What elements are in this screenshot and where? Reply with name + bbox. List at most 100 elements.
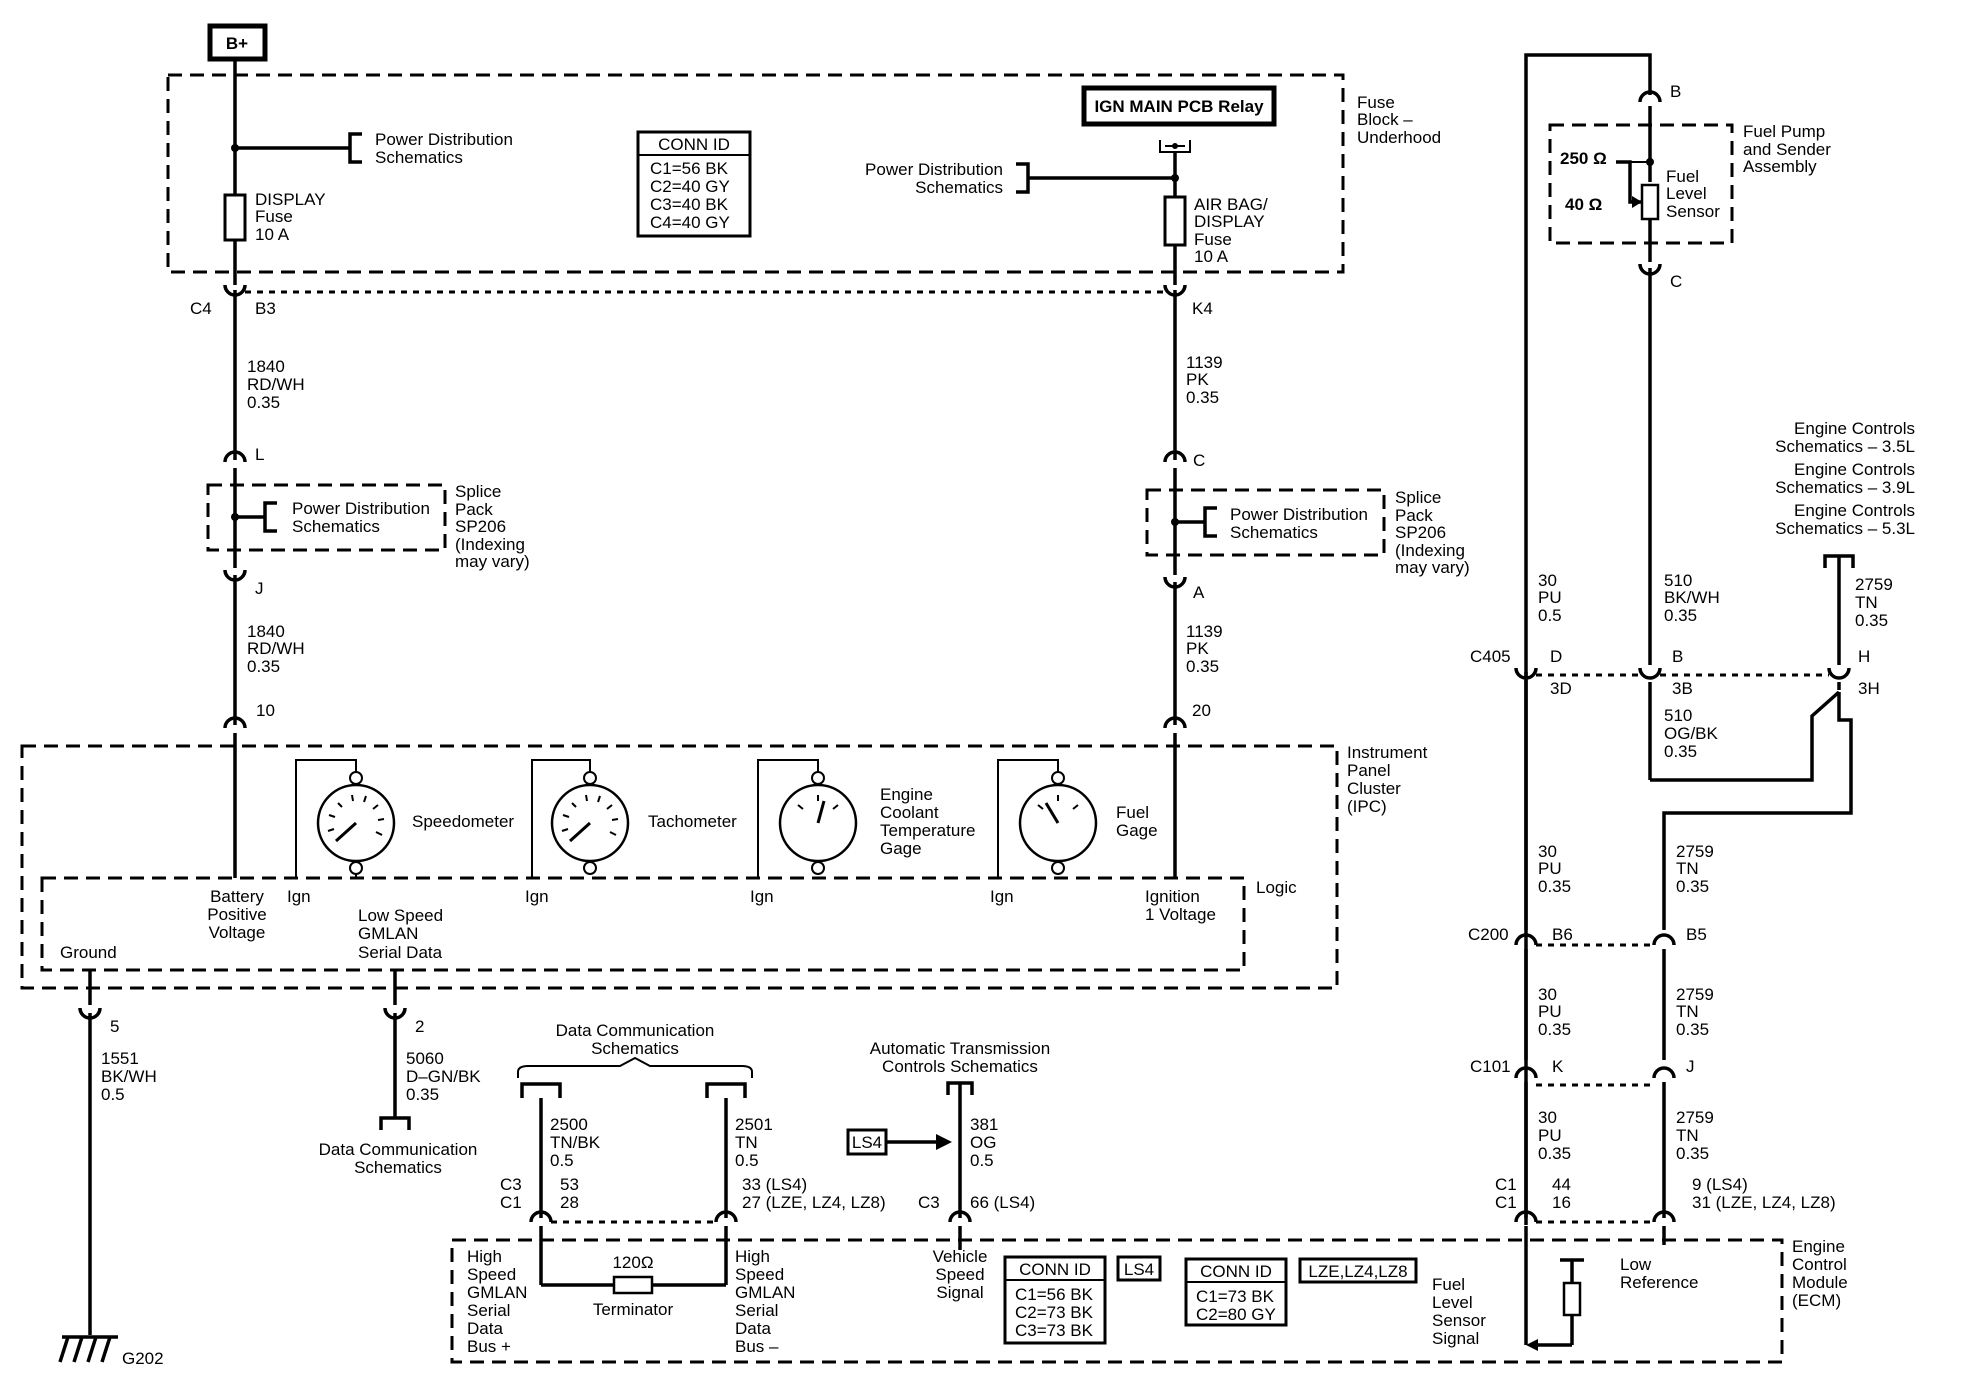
- wire-510-bkwh: 510 BK/WH 0.35: [1664, 571, 1720, 625]
- svg-text:High: High: [735, 1247, 770, 1266]
- wire-1551: 1551 BK/WH 0.5: [101, 1049, 157, 1104]
- fuel-level-sensor-label: Fuel Level Sensor: [1666, 167, 1720, 221]
- svg-text:TN: TN: [1855, 593, 1878, 612]
- svg-text:Bus –: Bus –: [735, 1337, 779, 1356]
- svg-text:Data: Data: [467, 1319, 503, 1338]
- power-distribution-ref-1[interactable]: Power Distribution Schematics: [375, 130, 513, 167]
- svg-text:Pack: Pack: [455, 500, 493, 519]
- svg-text:CONN ID: CONN ID: [658, 135, 730, 154]
- svg-text:Schematics – 3.9L: Schematics – 3.9L: [1775, 478, 1915, 497]
- svg-text:0.35: 0.35: [1538, 877, 1571, 896]
- svg-text:G202: G202: [122, 1349, 164, 1368]
- svg-text:3B: 3B: [1672, 679, 1693, 698]
- svg-text:Data Communication: Data Communication: [319, 1140, 478, 1159]
- data-communication-ref-2[interactable]: Data Communication Schematics: [556, 1021, 715, 1058]
- high-speed-gmlan-plus: High Speed GMLAN Serial Data Bus +: [467, 1247, 527, 1356]
- svg-text:C1=73 BK: C1=73 BK: [1196, 1287, 1275, 1306]
- svg-text:Speed: Speed: [935, 1265, 984, 1284]
- svg-text:K: K: [1552, 1057, 1564, 1076]
- fuel-level-sensor-resistor: [1640, 183, 1660, 221]
- svg-text:0.35: 0.35: [1664, 606, 1697, 625]
- svg-text:(Indexing: (Indexing: [455, 535, 525, 554]
- svg-text:28: 28: [560, 1193, 579, 1212]
- svg-text:510: 510: [1664, 706, 1692, 725]
- svg-text:Level: Level: [1666, 184, 1707, 203]
- ground-pin-label: Ground: [60, 943, 117, 962]
- svg-text:CONN ID: CONN ID: [1200, 1262, 1272, 1281]
- svg-text:Low Speed: Low Speed: [358, 906, 443, 925]
- splice-pack-sp206-left: [206, 483, 447, 552]
- svg-text:510: 510: [1664, 571, 1692, 590]
- ecm-pullup-resistor: [1562, 1281, 1582, 1317]
- conn-c200: C200: [1468, 925, 1509, 944]
- svg-text:Fuel: Fuel: [1666, 167, 1699, 186]
- svg-text:Speedometer: Speedometer: [412, 812, 514, 831]
- ecm-label: Engine Control Module (ECM): [1792, 1237, 1848, 1310]
- wire-5060: 5060 D–GN/BK 0.35: [406, 1049, 481, 1104]
- svg-text:0.35: 0.35: [1538, 1144, 1571, 1163]
- pin-5: 5: [110, 1017, 119, 1036]
- svg-text:2759: 2759: [1676, 985, 1714, 1004]
- fuel-pump-label: Fuel Pump and Sender Assembly: [1743, 122, 1831, 176]
- splice-pack-sp206-right: [1145, 488, 1386, 557]
- svg-text:30: 30: [1538, 571, 1557, 590]
- svg-text:C3: C3: [918, 1193, 940, 1212]
- svg-text:C3: C3: [500, 1175, 522, 1194]
- svg-text:Power Distribution: Power Distribution: [1230, 505, 1368, 524]
- svg-text:(ECM): (ECM): [1792, 1291, 1841, 1310]
- terminator-resistor: [612, 1275, 654, 1295]
- svg-text:D: D: [1550, 647, 1562, 666]
- engine-control-module: [450, 1238, 1784, 1364]
- power-distribution-ref-4[interactable]: Power Distribution Schematics: [1230, 505, 1368, 542]
- svg-text:GMLAN: GMLAN: [467, 1283, 527, 1302]
- terminator-label: Terminator: [593, 1300, 674, 1319]
- svg-text:Underhood: Underhood: [1357, 128, 1441, 147]
- svg-text:OG: OG: [970, 1133, 996, 1152]
- ls4-option-tag: LS4: [846, 1128, 888, 1156]
- fuel-level-sensor-signal: Fuel Level Sensor Signal: [1432, 1275, 1486, 1348]
- svg-text:B: B: [1672, 647, 1683, 666]
- svg-text:Gage: Gage: [880, 839, 922, 858]
- ign-pin-3: Ign: [750, 887, 774, 906]
- data-communication-ref-1[interactable]: Data Communication Schematics: [319, 1140, 478, 1177]
- svg-text:Fuel Pump: Fuel Pump: [1743, 122, 1825, 141]
- svg-text:0.5: 0.5: [101, 1085, 125, 1104]
- svg-text:0.5: 0.5: [550, 1151, 574, 1170]
- svg-text:250 Ω: 250 Ω: [1560, 149, 1607, 168]
- svg-text:Control: Control: [1792, 1255, 1847, 1274]
- svg-text:DISPLAY: DISPLAY: [1194, 212, 1265, 231]
- svg-text:BK/WH: BK/WH: [101, 1067, 157, 1086]
- ign-main-pcb-relay: IGN MAIN PCB Relay: [1081, 85, 1277, 127]
- svg-text:Engine: Engine: [1792, 1237, 1845, 1256]
- wire-2759-d: 2759 TN 0.35: [1676, 1108, 1714, 1163]
- svg-text:0.5: 0.5: [1538, 606, 1562, 625]
- vehicle-speed-signal: Vehicle Speed Signal: [933, 1247, 988, 1302]
- svg-text:H: H: [1858, 647, 1870, 666]
- svg-text:C3=40 BK: C3=40 BK: [650, 195, 729, 214]
- svg-text:Positive: Positive: [207, 905, 267, 924]
- wire-2759-upper: 2759 TN 0.35: [1855, 575, 1893, 630]
- svg-text:B5: B5: [1686, 925, 1707, 944]
- engine-controls-refs[interactable]: Engine Controls Schematics – 3.5L Engine…: [1775, 419, 1915, 538]
- logic-label: Logic: [1256, 878, 1297, 897]
- svg-text:Serial: Serial: [467, 1301, 510, 1320]
- svg-text:Voltage: Voltage: [209, 923, 266, 942]
- svg-text:Block –: Block –: [1357, 110, 1413, 129]
- svg-text:40 Ω: 40 Ω: [1565, 195, 1602, 214]
- svg-text:10 A: 10 A: [255, 225, 290, 244]
- svg-text:Fuse: Fuse: [1357, 93, 1395, 112]
- power-distribution-ref-3[interactable]: Power Distribution Schematics: [292, 499, 430, 536]
- pin-b-pump: B: [1670, 82, 1681, 101]
- svg-text:0.35: 0.35: [1676, 1020, 1709, 1039]
- svg-text:GMLAN: GMLAN: [735, 1283, 795, 1302]
- power-distribution-ref-2[interactable]: Power Distribution Schematics: [865, 160, 1003, 197]
- ign-pin-4: Ign: [990, 887, 1014, 906]
- automatic-transmission-controls-ref[interactable]: Automatic Transmission Controls Schemati…: [870, 1039, 1050, 1076]
- svg-text:3D: 3D: [1550, 679, 1572, 698]
- svg-text:C2=80 GY: C2=80 GY: [1196, 1305, 1276, 1324]
- low-reference-label: Low Reference: [1620, 1255, 1698, 1292]
- svg-text:Level: Level: [1432, 1293, 1473, 1312]
- wire-2501: 2501 TN 0.5: [735, 1115, 773, 1170]
- svg-text:Engine Controls: Engine Controls: [1794, 460, 1915, 479]
